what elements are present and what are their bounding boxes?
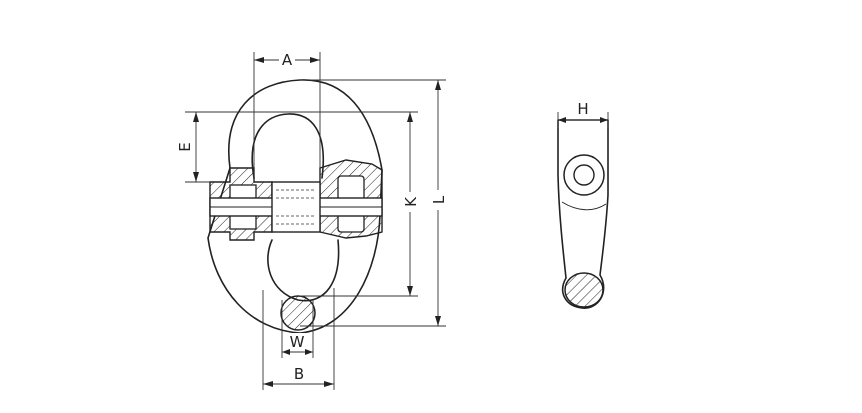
dimension-h: H: [557, 100, 609, 128]
label-k: K: [402, 196, 420, 207]
center-bushing: [271, 181, 321, 233]
side-body-outline: [557, 119, 609, 309]
label-b: B: [294, 365, 304, 383]
lower-inner-loop: [267, 239, 340, 302]
dimension-a: A: [253, 50, 321, 178]
pin-hole-icon: [573, 164, 595, 186]
dimension-b: B: [262, 288, 335, 390]
upper-inner-loop: [251, 113, 324, 179]
front-view: A E K L: [175, 50, 448, 390]
bottom-bar-section: [280, 295, 316, 331]
dimension-e: E: [175, 111, 290, 183]
label-w: W: [290, 333, 305, 351]
label-a: A: [282, 51, 293, 69]
dimension-l: L: [300, 79, 448, 327]
label-h: H: [577, 100, 588, 118]
label-e: E: [176, 142, 194, 151]
side-bottom-section: [564, 272, 604, 308]
label-l: L: [430, 195, 448, 204]
dimension-k: K: [290, 111, 420, 297]
dimension-w: W: [281, 300, 314, 358]
side-body-curve: [561, 201, 607, 211]
side-view: H: [557, 100, 609, 309]
